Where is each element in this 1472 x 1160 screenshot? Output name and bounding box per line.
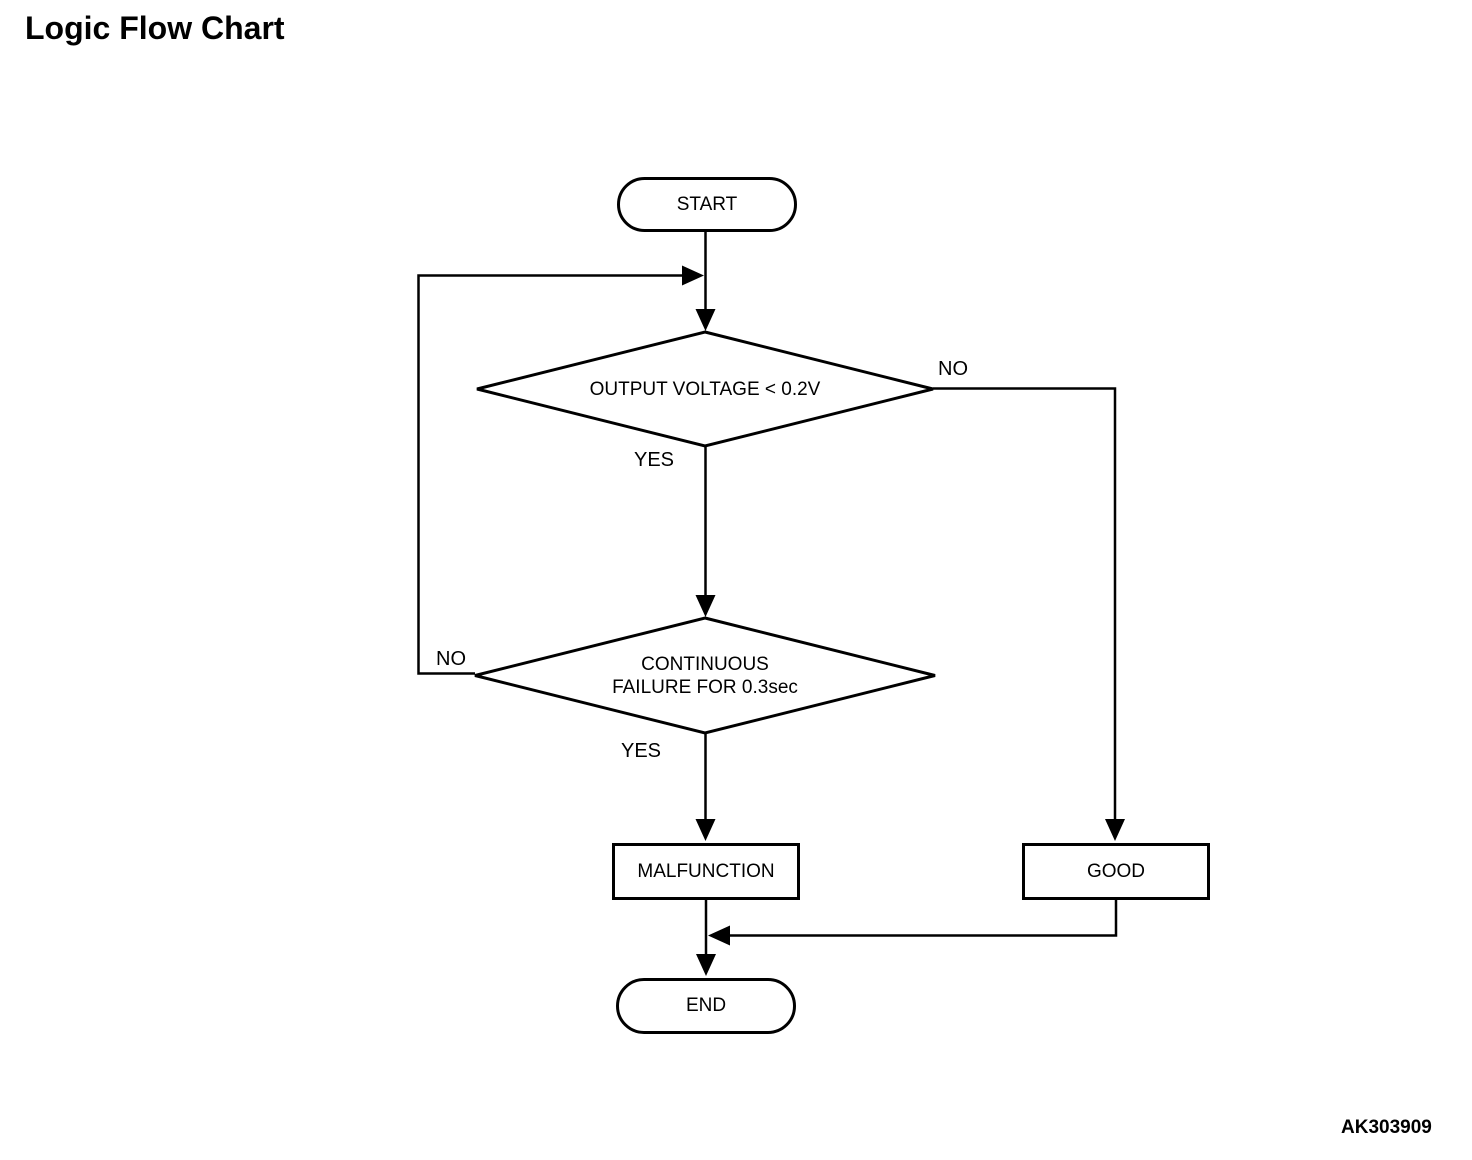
- malfunction-node: MALFUNCTION: [612, 843, 800, 900]
- start-node: START: [617, 177, 797, 232]
- page-title: Logic Flow Chart: [25, 10, 285, 46]
- good-node-label: GOOD: [1086, 860, 1146, 882]
- arrowhead-good-join: [708, 925, 730, 946]
- arrowhead-into-decision1: [695, 309, 716, 331]
- arrowhead-into-malfunction: [695, 819, 716, 841]
- decision1-yes-label: YES: [634, 449, 675, 471]
- connector-decision1-no-to-good: [933, 387, 1117, 821]
- malfunction-node-label: MALFUNCTION: [637, 860, 775, 882]
- arrowhead-into-end: [696, 954, 716, 976]
- connector-decision2-no-loop: [417, 274, 684, 675]
- end-node-label: END: [685, 995, 727, 1016]
- decision1-diamond-shape: [476, 330, 934, 448]
- start-node-label: START: [676, 193, 738, 215]
- good-node: GOOD: [1022, 843, 1210, 900]
- arrowhead-loop-join: [682, 265, 704, 286]
- decision1-no-label: NO: [938, 358, 968, 380]
- arrowhead-into-decision2: [695, 595, 716, 617]
- figure-code: AK303909: [1341, 1117, 1432, 1138]
- connector-good-to-end-join: [728, 900, 1118, 937]
- decision2-yes-label: YES: [621, 740, 662, 762]
- end-node: END: [616, 978, 796, 1034]
- arrowhead-into-good: [1105, 819, 1125, 841]
- decision2-no-label: NO: [436, 648, 466, 670]
- decision2-diamond-shape: [474, 616, 936, 735]
